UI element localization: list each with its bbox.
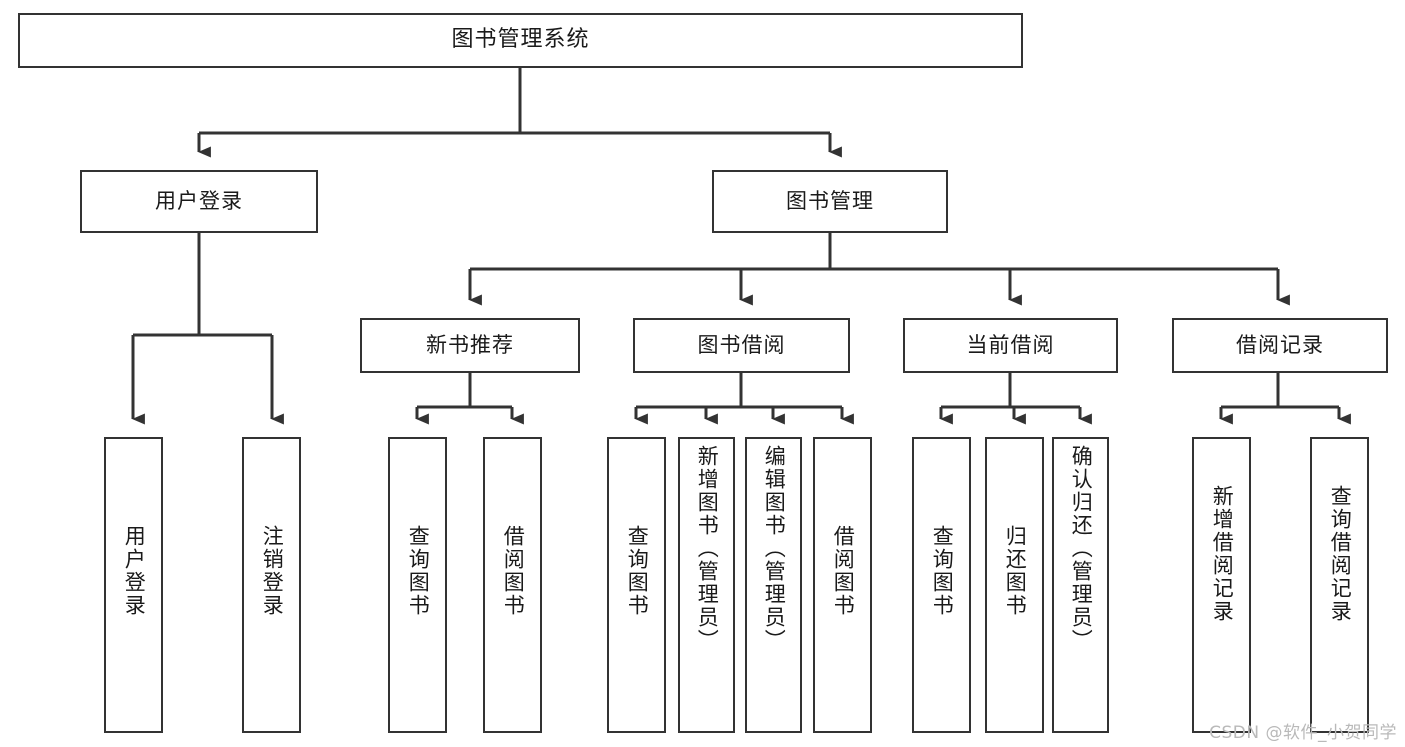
- leaf-node-label: 查询图书: [406, 525, 431, 617]
- node-book-management[interactable]: 图书管理: [712, 170, 948, 233]
- node-borrow-record-label: 借阅记录: [1236, 333, 1324, 358]
- leaf-node-label: 查询图书: [625, 525, 650, 617]
- node-user-login-label: 用户登录: [155, 189, 243, 214]
- leaf-node[interactable]: 查询图书: [607, 437, 666, 733]
- leaf-node[interactable]: 查询借阅记录: [1310, 437, 1369, 733]
- leaf-node[interactable]: 用户登录: [104, 437, 163, 733]
- leaf-node-label: 借阅图书: [501, 525, 526, 617]
- leaf-node-label: 新增借阅记录: [1210, 485, 1235, 623]
- node-root[interactable]: 图书管理系统: [18, 13, 1023, 68]
- leaf-node-label: 用户登录: [122, 525, 147, 617]
- leaf-node[interactable]: 查询图书: [388, 437, 447, 733]
- node-new-book-recommend[interactable]: 新书推荐: [360, 318, 580, 373]
- node-root-label: 图书管理系统: [451, 27, 590, 53]
- node-book-borrow-label: 图书借阅: [697, 333, 786, 358]
- leaf-node[interactable]: 借阅图书: [483, 437, 542, 733]
- node-current-borrow[interactable]: 当前借阅: [903, 318, 1118, 373]
- leaf-node[interactable]: 新增图书（管理员）: [678, 437, 735, 733]
- leaf-node-label: 归还图书: [1003, 525, 1028, 617]
- leaf-node-label: 编辑图书（管理员）: [762, 445, 787, 652]
- leaf-node-label: 新增图书（管理员）: [695, 445, 720, 652]
- leaf-node[interactable]: 编辑图书（管理员）: [745, 437, 802, 733]
- leaf-node[interactable]: 注销登录: [242, 437, 301, 733]
- leaf-node[interactable]: 归还图书: [985, 437, 1044, 733]
- leaf-node[interactable]: 新增借阅记录: [1192, 437, 1251, 733]
- leaf-node[interactable]: 确认归还（管理员）: [1052, 437, 1109, 733]
- leaf-node-label: 查询借阅记录: [1328, 485, 1353, 623]
- node-book-borrow[interactable]: 图书借阅: [633, 318, 850, 373]
- leaf-node-label: 借阅图书: [831, 525, 856, 617]
- leaf-node[interactable]: 查询图书: [912, 437, 971, 733]
- leaf-node-label: 注销登录: [260, 525, 285, 617]
- leaf-node[interactable]: 借阅图书: [813, 437, 872, 733]
- node-borrow-record[interactable]: 借阅记录: [1172, 318, 1388, 373]
- node-new-book-recommend-label: 新书推荐: [426, 333, 514, 358]
- leaf-node-label: 查询图书: [930, 525, 955, 617]
- leaf-node-label: 确认归还（管理员）: [1069, 445, 1094, 652]
- node-book-management-label: 图书管理: [786, 189, 874, 214]
- node-user-login[interactable]: 用户登录: [80, 170, 318, 233]
- node-current-borrow-label: 当前借阅: [966, 333, 1055, 358]
